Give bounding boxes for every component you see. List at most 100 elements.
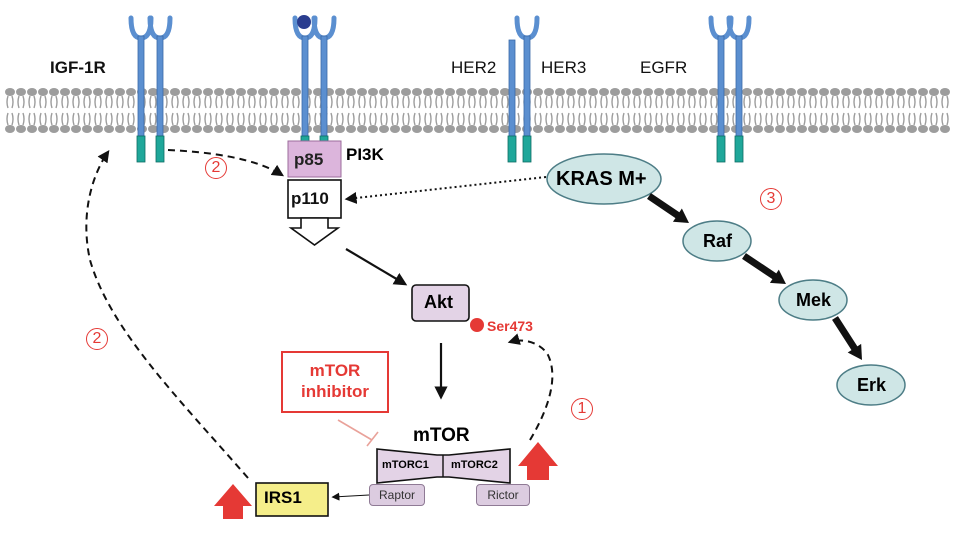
lipid-tail <box>61 112 69 126</box>
irs1-label: IRS1 <box>264 488 302 507</box>
lipid-tail <box>105 95 113 109</box>
receptor-transmembrane <box>735 35 743 137</box>
lipid-head <box>456 88 466 96</box>
lipid-head <box>709 88 719 96</box>
lipid-head <box>709 125 719 133</box>
lipid-tail <box>501 112 509 126</box>
lipid-tail <box>72 112 80 126</box>
lipid-head <box>445 88 455 96</box>
lipid-tail <box>776 112 784 126</box>
lipid-head <box>786 88 796 96</box>
lipid-tail <box>204 112 212 126</box>
lipid-head <box>764 88 774 96</box>
lipid-tail <box>820 95 828 109</box>
lipid-tail <box>897 95 905 109</box>
irs1-to-igf1r-arrow <box>85 150 249 479</box>
lipid-head <box>632 88 642 96</box>
lipid-head <box>500 88 510 96</box>
lipid-head <box>797 125 807 133</box>
lipid-head <box>544 125 554 133</box>
p110-output-arrow <box>288 217 341 246</box>
lipid-tail <box>369 112 377 126</box>
lipid-tail <box>28 112 36 126</box>
lipid-tail <box>94 112 102 126</box>
mtor-inhibitor-line2: inhibitor <box>301 382 369 401</box>
lipid-head <box>577 125 587 133</box>
lipid-tail <box>897 112 905 126</box>
lipid-head <box>379 125 389 133</box>
lipid-tail <box>6 112 14 126</box>
mtor-inhibitor-line1: mTOR <box>309 361 361 380</box>
lipid-head <box>929 88 939 96</box>
lipid-tail <box>842 95 850 109</box>
kras-node <box>546 153 662 205</box>
lipid-head <box>621 125 631 133</box>
receptors <box>128 15 752 163</box>
lipid-head <box>896 125 906 133</box>
lipid-tail <box>193 95 201 109</box>
lipid-head <box>863 125 873 133</box>
lipid-tail <box>358 112 366 126</box>
lipid-tail <box>127 95 135 109</box>
lipid-head <box>203 125 213 133</box>
raf-label: Raf <box>703 231 733 251</box>
lipid-head <box>346 125 356 133</box>
receptor-kinase-tail <box>136 135 146 163</box>
lipid-tail <box>842 112 850 126</box>
lipid-tail <box>490 112 498 126</box>
p85-label: p85 <box>294 150 324 169</box>
lipid-tail <box>380 112 388 126</box>
lipid-head <box>368 125 378 133</box>
lipid-tail <box>677 95 685 109</box>
pi3k-label: PI3K <box>346 145 384 164</box>
lipid-tail <box>875 95 883 109</box>
receptor-kinase-tail <box>734 135 744 163</box>
lipid-tail <box>919 112 927 126</box>
raptor-to-irs1-arrow <box>331 492 370 501</box>
lipid-tail <box>545 112 553 126</box>
lipid-tail <box>831 95 839 109</box>
step-2-marker-top: 2 <box>205 157 227 179</box>
lipid-head <box>786 125 796 133</box>
lipid-head <box>500 125 510 133</box>
mtorc2-label: mTORC2 <box>451 459 498 471</box>
lipid-tail <box>347 95 355 109</box>
lipid-head <box>885 88 895 96</box>
lipid-tail <box>556 95 564 109</box>
lipid-head <box>93 125 103 133</box>
lipid-head <box>533 88 543 96</box>
lipid-tail <box>17 95 25 109</box>
lipid-tail <box>413 112 421 126</box>
lipid-head <box>830 88 840 96</box>
lipid-head <box>148 88 158 96</box>
akt-label: Akt <box>424 292 454 312</box>
lipid-tail <box>215 112 223 126</box>
lipid-tail <box>358 95 366 109</box>
mek-node <box>778 279 848 321</box>
ser473-label: Ser473 <box>487 318 533 334</box>
lipid-head <box>753 125 763 133</box>
lipid-tail <box>853 112 861 126</box>
thick-arrow <box>832 316 862 360</box>
lipid-tail <box>809 95 817 109</box>
lipid-head <box>467 125 477 133</box>
pi3k-to-akt-arrow <box>345 248 408 286</box>
lipid-tail <box>380 95 388 109</box>
lipid-head <box>192 125 202 133</box>
lipid-head <box>456 125 466 133</box>
lipid-tail <box>831 112 839 126</box>
lipid-tail <box>424 112 432 126</box>
receptor-transmembrane <box>523 35 531 137</box>
p110-label: p110 <box>291 189 329 208</box>
lipid-tail <box>182 95 190 109</box>
mtor-inhibitor-box <box>281 351 389 413</box>
lipid-tail <box>578 95 586 109</box>
lipid-tail <box>666 95 674 109</box>
lipid-tail <box>94 95 102 109</box>
lipid-head <box>269 88 279 96</box>
lipid-tail <box>886 112 894 126</box>
lipid-head <box>71 88 81 96</box>
lipid-tail <box>149 112 157 126</box>
lipid-tail <box>248 112 256 126</box>
